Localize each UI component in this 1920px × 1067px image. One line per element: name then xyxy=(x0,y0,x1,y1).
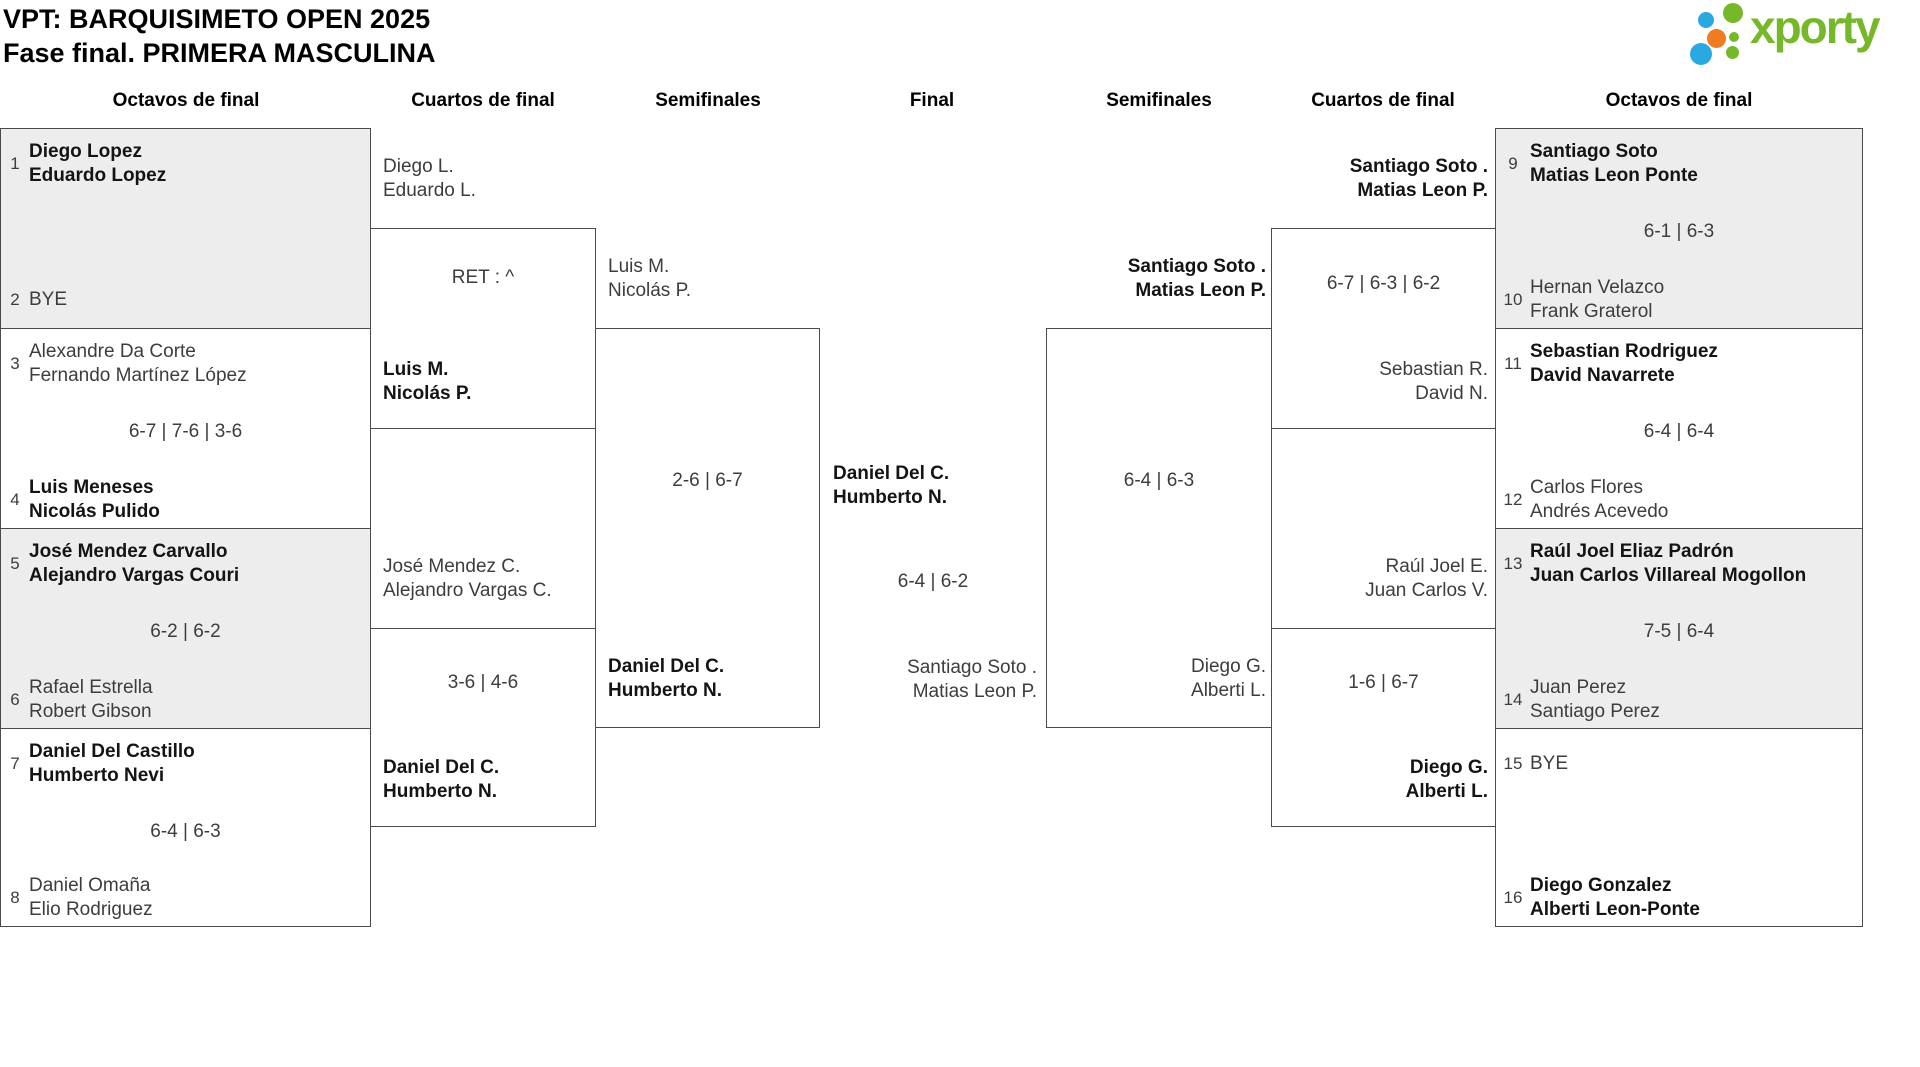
logo-wordmark: xporty xyxy=(1750,1,1881,53)
round-header-semis-left: Semifinales xyxy=(655,90,761,111)
match-score: 6-4 | 6-4 xyxy=(1643,421,1715,442)
team-names: BYE xyxy=(1530,753,1569,774)
seed-number: 6 xyxy=(10,690,20,709)
logo-dot-icon xyxy=(1723,3,1743,23)
seed-number: 2 xyxy=(10,290,20,309)
round-header-semis-right: Semifinales xyxy=(1106,90,1212,111)
round-header-final: Final xyxy=(909,90,955,111)
seed-number: 13 xyxy=(1503,554,1523,573)
seed-number: 8 xyxy=(10,888,20,907)
final-team1-winner: Daniel Del C.Humberto N. xyxy=(833,463,950,508)
seed-number: 16 xyxy=(1503,888,1523,907)
qf-right-bottom-team2: Diego G.Alberti L. xyxy=(1405,757,1488,802)
final-team2: Santiago Soto .Matias Leon P. xyxy=(907,657,1037,702)
qf-left-top-team1: Diego L.Eduardo L. xyxy=(383,156,476,201)
seed-number: 4 xyxy=(10,490,20,509)
logo-dot-icon xyxy=(1698,12,1714,28)
match-score: 6-2 | 6-2 xyxy=(150,621,221,642)
match-score: 6-1 | 6-3 xyxy=(1643,221,1715,242)
phase-category: Fase final. PRIMERA MASCULINA xyxy=(3,38,436,68)
qf-right-bottom-score: 1-6 | 6-7 xyxy=(1348,672,1419,693)
xporty-logo[interactable]: xporty xyxy=(1686,1,1914,67)
qf-right-bottom-team1: Raúl Joel E.Juan Carlos V. xyxy=(1365,556,1488,601)
qf-right-top-team2: Sebastian R.David N. xyxy=(1379,359,1488,404)
seed-number: 1 xyxy=(10,154,20,173)
round-header-cuartos-left: Cuartos de final xyxy=(411,90,555,111)
logo-dot-icon xyxy=(1707,29,1726,48)
tournament-name: VPT: BARQUISIMETO OPEN 2025 xyxy=(3,4,431,34)
qf-left-top-team2: Luis M.Nicolás P. xyxy=(383,359,472,404)
logo-dot-icon xyxy=(1690,43,1712,65)
seed-number: 12 xyxy=(1503,490,1523,509)
qf-right-top-score: 6-7 | 6-3 | 6-2 xyxy=(1326,273,1441,294)
qf-left-bottom-score: 3-6 | 4-6 xyxy=(447,672,519,693)
qf-left-bottom-team1: José Mendez C.Alejandro Vargas C. xyxy=(383,556,552,601)
seed-number: 10 xyxy=(1503,290,1523,309)
sf-left-score: 2-6 | 6-7 xyxy=(672,470,743,491)
match-box-sf-right xyxy=(1046,328,1272,728)
seed-number: 14 xyxy=(1503,690,1523,709)
sf-right-team2: Diego G.Alberti L. xyxy=(1191,656,1266,701)
qf-left-top-score: RET : ^ xyxy=(451,267,515,288)
final-score: 6-4 | 6-2 xyxy=(897,571,969,592)
seed-number: 15 xyxy=(1503,754,1523,773)
sf-right-team1: Santiago Soto .Matias Leon P. xyxy=(1127,256,1266,301)
seed-number: 5 xyxy=(10,554,20,573)
logo-dot-icon xyxy=(1729,32,1739,42)
sf-left-team2: Daniel Del C.Humberto N. xyxy=(608,656,725,701)
sf-right-score: 6-4 | 6-3 xyxy=(1123,470,1195,491)
team-names: BYE xyxy=(29,289,68,310)
match-score: 7-5 | 6-4 xyxy=(1643,621,1715,642)
round-header-cuartos-right: Cuartos de final xyxy=(1311,90,1455,111)
qf-right-top-team1: Santiago Soto .Matias Leon P. xyxy=(1349,156,1488,201)
page-title: VPT: BARQUISIMETO OPEN 2025 Fase final. … xyxy=(3,2,436,70)
round-header-octavos-left: Octavos de final xyxy=(112,90,260,111)
seed-number: 9 xyxy=(1508,154,1518,173)
match-score: 6-7 | 7-6 | 3-6 xyxy=(128,421,243,442)
logo-dot-icon xyxy=(1726,46,1739,59)
qf-left-bottom-team2: Daniel Del C.Humberto N. xyxy=(383,757,500,802)
match-score: 6-4 | 6-3 xyxy=(150,821,221,842)
round-header-octavos-right: Octavos de final xyxy=(1605,90,1753,111)
seed-number: 3 xyxy=(10,354,20,373)
seed-number: 7 xyxy=(10,754,20,773)
sf-left-team1: Luis M.Nicolás P. xyxy=(608,256,692,301)
match-box-sf-left xyxy=(595,328,820,728)
seed-number: 11 xyxy=(1504,354,1522,373)
